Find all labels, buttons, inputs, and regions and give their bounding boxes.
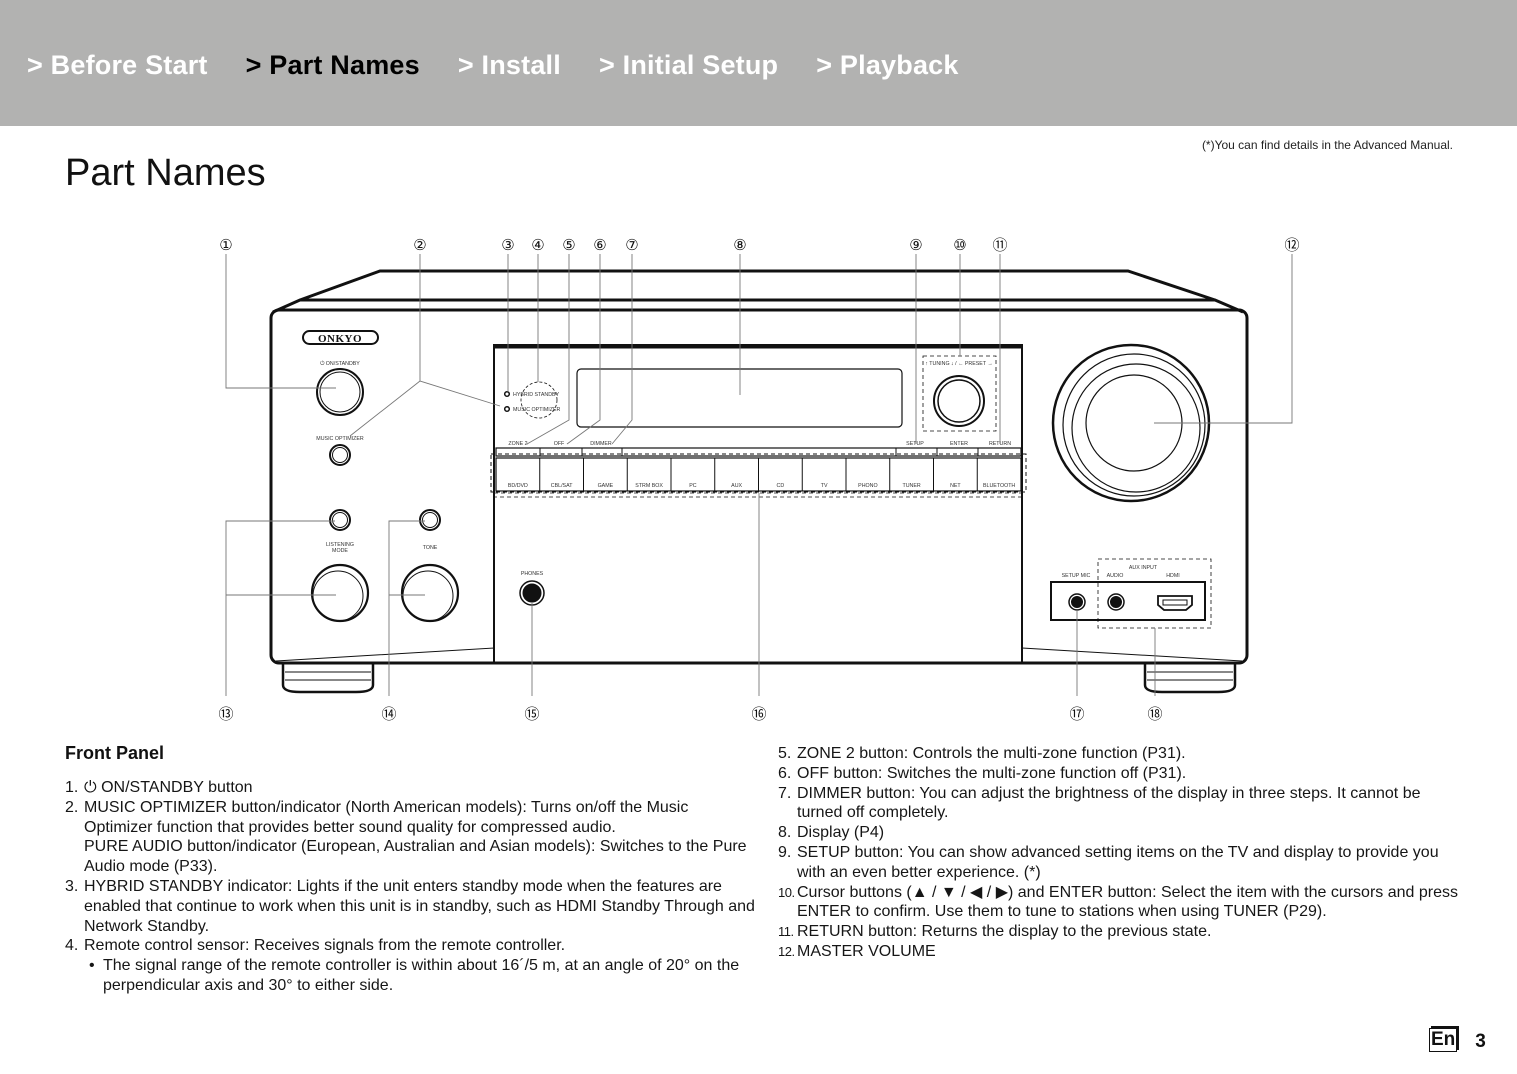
list-item: 7.DIMMER button: You can adjust the brig… — [778, 784, 1421, 822]
input-button-net: NET — [950, 483, 961, 489]
list-item: 9.SETUP button: You can show advanced se… — [778, 843, 1439, 881]
callout-bottom-1: ⑬ — [218, 706, 233, 723]
list-item: 8.Display (P4) — [778, 824, 885, 842]
list-item: 3. HYBRID STANDBY indicator: Lights if t… — [65, 877, 755, 935]
cursor-ring — [933, 375, 985, 427]
tuning-preset-label: ↑ TUNING ↓ / ← PRESET → — [925, 361, 993, 367]
nav-before-start[interactable]: > Before Start — [27, 50, 208, 80]
callout-top-1: ① — [219, 237, 232, 254]
callout-bottom-4: ⑯ — [751, 706, 766, 723]
aux-panel — [1050, 581, 1206, 621]
input-button-tuner: TUNER — [903, 483, 921, 489]
callout-top-5: ⑤ — [562, 237, 575, 254]
nav-part-names[interactable]: > Part Names — [245, 50, 420, 80]
callout-bottom-5: ⑰ — [1069, 706, 1084, 723]
list-item: 4. Remote control sensor: Receives signa… — [65, 937, 566, 955]
setup-mic-label: SETUP MIC — [1062, 573, 1091, 579]
foot-right — [1143, 663, 1237, 694]
setup-label: SETUP — [906, 441, 924, 447]
input-button-aux: AUX — [731, 483, 742, 489]
language-badge: En — [1429, 1028, 1458, 1052]
list-item: 10.Cursor buttons (▲ / ▼ / ◀ / ▶) and EN… — [778, 883, 1458, 921]
aux-audio-jack — [1107, 593, 1125, 611]
callout-top-7: ⑦ — [625, 237, 638, 254]
input-button-bd-dvd: BD/DVD — [508, 483, 528, 489]
list-item: 6.OFF button: Switches the multi-zone fu… — [778, 764, 1187, 782]
onkyo-logo: ONKYO — [318, 333, 362, 345]
listening-mode-knob — [310, 563, 370, 623]
zone2-label: ZONE 2 — [508, 441, 527, 447]
list-item: 12.MASTER VOLUME — [778, 942, 936, 960]
callout-top-6: ⑥ — [593, 237, 606, 254]
dimmer-label: DIMMER — [590, 441, 612, 447]
list-item: 5.ZONE 2 button: Controls the multi-zone… — [778, 745, 1186, 762]
callout-bottom-6: ⑱ — [1147, 706, 1162, 723]
hdmi-port — [1157, 595, 1193, 611]
music-optimizer-knob — [329, 444, 351, 466]
chassis-top-back — [299, 269, 1216, 302]
off-label: OFF — [554, 441, 565, 447]
callout-bottom-2: ⑭ — [381, 706, 396, 723]
callout-top-9: ⑨ — [909, 237, 922, 254]
input-button-phono: PHONO — [858, 483, 877, 489]
top-navigation-bar: > Before Start > Part Names > Install > … — [0, 0, 1517, 126]
nav-playback[interactable]: > Playback — [816, 50, 959, 80]
list-bullet: • The signal range of the remote control… — [89, 957, 740, 994]
callout-top-10: ⑩ — [953, 237, 966, 254]
callout-bottom-3: ⑮ — [524, 706, 539, 723]
foot-left — [281, 663, 375, 694]
hdmi-label: HDMI — [1166, 573, 1180, 579]
list-item: 1. ⏻ ON/STANDBY button — [65, 779, 253, 796]
section-nav: > Before Start > Part Names > Install > … — [27, 50, 997, 81]
input-button-bluetooth: BLUETOOTH — [983, 483, 1015, 489]
on-standby-label: ⏻ ON/STANDBY — [320, 360, 360, 367]
input-button-tv: TV — [821, 483, 828, 489]
phones-label: PHONES — [521, 571, 544, 577]
remote-sensor-area — [520, 381, 558, 419]
display-window — [576, 368, 903, 428]
center-panel — [493, 344, 1023, 664]
front-panel-list-left: 1. ⏻ ON/STANDBY button 2. MUSIC OPTIMIZE… — [65, 778, 755, 996]
front-panel-diagram: ⏻ ON/STANDBY MUSIC OPTIMIZER HYBRID STAN… — [218, 237, 1299, 723]
input-button-strm-box: STRM BOX — [635, 483, 663, 489]
input-buttons: BD/DVD CBL/SAT GAME STRM BOX PC AUX CD TV PHONO T… — [508, 458, 1015, 491]
tone-label: TONE — [423, 545, 438, 551]
page-title: Part Names — [65, 152, 266, 194]
enter-label: ENTER — [950, 441, 968, 447]
input-button-pc: PC — [689, 483, 697, 489]
on-standby-knob — [316, 368, 364, 416]
callout-top-8: ⑧ — [733, 237, 746, 254]
input-button-cd: CD — [777, 483, 785, 489]
list-item: 2. MUSIC OPTIMIZER button/indicator (Nor… — [65, 798, 747, 876]
page-number: 3 — [1475, 1031, 1486, 1052]
callout-top-4: ④ — [531, 237, 544, 254]
return-label: RETURN — [989, 441, 1011, 447]
callout-top-11: ⑪ — [992, 237, 1007, 254]
phones-jack — [522, 583, 542, 603]
listening-mode-label-1: LISTENING — [326, 542, 354, 548]
list-item: 11.RETURN button: Returns the display to… — [778, 923, 1212, 941]
front-panel-heading: Front Panel — [65, 743, 165, 763]
input-button-game: GAME — [598, 483, 614, 489]
music-optimizer-indicator-label: MUSIC OPTIMIZER — [513, 407, 561, 413]
callout-top-3: ③ — [501, 237, 514, 254]
tone-knob — [400, 563, 460, 623]
callout-top-12: ⑫ — [1284, 237, 1299, 254]
advanced-manual-note: (*)You can find details in the Advanced … — [1201, 138, 1453, 152]
audio-label: AUDIO — [1107, 573, 1124, 579]
listening-mode-label-2: MODE — [332, 548, 348, 554]
callout-top-2: ② — [413, 237, 426, 254]
front-panel-list-right: 5.ZONE 2 button: Controls the multi-zone… — [778, 744, 1468, 962]
aux-input-label: AUX INPUT — [1129, 565, 1158, 571]
input-button-cbl-sat: CBL/SAT — [551, 483, 573, 489]
hybrid-standby-label: HYBRID STANDBY — [513, 392, 560, 398]
page-footer: En 3 — [1429, 1027, 1486, 1053]
music-optimizer-label: MUSIC OPTIMIZER — [316, 436, 364, 442]
nav-install[interactable]: > Install — [457, 50, 561, 80]
nav-initial-setup[interactable]: > Initial Setup — [598, 50, 779, 80]
